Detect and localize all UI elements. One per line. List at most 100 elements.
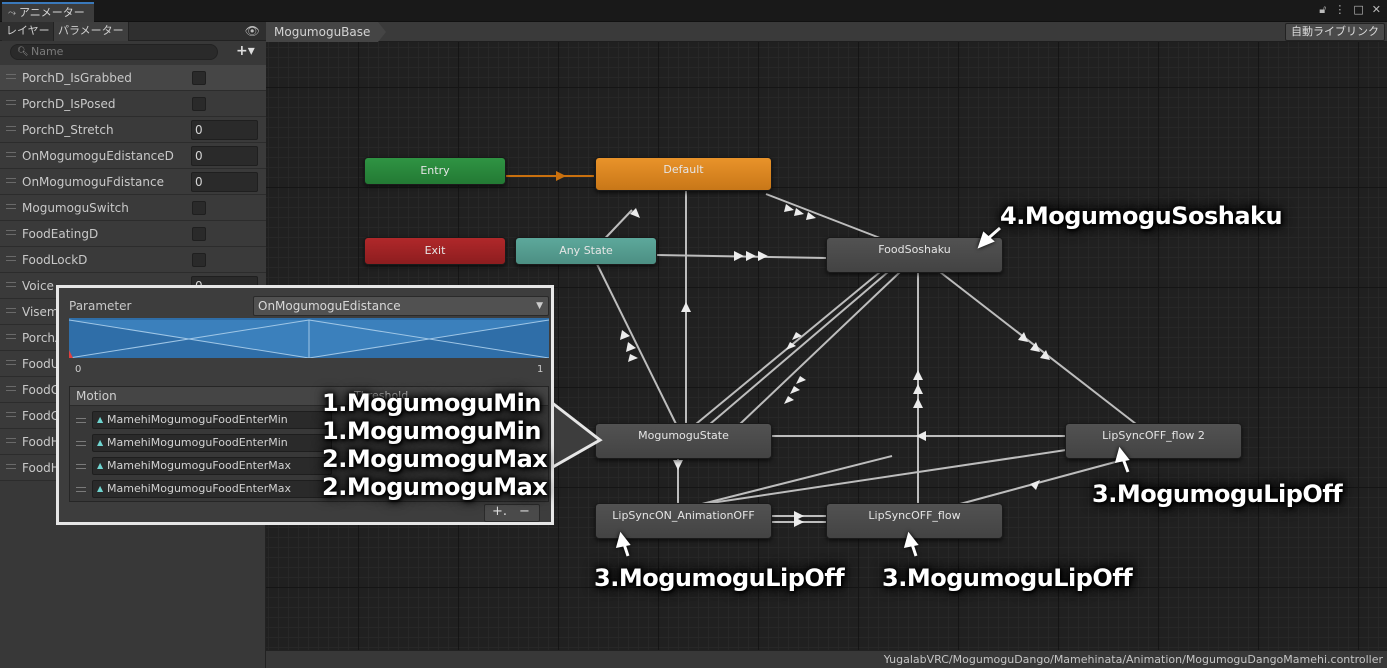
parameter-checkbox[interactable] (192, 71, 206, 85)
state-default[interactable]: Default (595, 157, 772, 191)
parameter-row[interactable]: PorchD_IsPosed (0, 91, 266, 117)
search-icon: 🔍︎ (17, 47, 29, 57)
state-food-soshaku[interactable]: FoodSoshaku (826, 237, 1003, 273)
state-entry[interactable]: Entry (364, 157, 506, 185)
motion-row[interactable]: ▲MamehiMogumoguFoodEnterMax (70, 478, 548, 501)
blend-current-marker (69, 350, 73, 358)
motion-field[interactable]: ▲MamehiMogumoguFoodEnterMin (92, 434, 332, 452)
animator-tab[interactable]: ⤳アニメーター (2, 2, 94, 22)
parameter-name: FoodH (22, 435, 60, 449)
motion-field[interactable]: ▲MamehiMogumoguFoodEnterMax (92, 480, 332, 498)
state-lipsync-off-flow[interactable]: LipSyncOFF_flow (826, 503, 1003, 539)
drag-handle-icon[interactable] (76, 487, 86, 492)
parameter-name: FoodG (22, 383, 61, 397)
drag-handle-icon[interactable] (6, 230, 16, 235)
motion-clip-name: MamehiMogumoguFoodEnterMax (107, 482, 291, 495)
motion-clip-name: MamehiMogumoguFoodEnterMax (107, 459, 291, 472)
drag-handle-icon[interactable] (6, 126, 16, 131)
drag-handle-icon[interactable] (6, 74, 16, 79)
tab-parameters[interactable]: パラメーター (53, 22, 129, 41)
drag-handle-icon[interactable] (6, 178, 16, 183)
annotation-lipoff-left: 3.MogumoguLipOff (594, 564, 845, 592)
drag-handle-icon[interactable] (6, 360, 16, 365)
parameter-dropdown[interactable]: OnMogumoguEdistance ▼ (253, 296, 549, 316)
drag-handle-icon[interactable] (6, 256, 16, 261)
search-placeholder: Name (31, 45, 64, 58)
parameter-value-field[interactable]: 0 (191, 172, 258, 192)
motion-row[interactable]: ▲MamehiMogumoguFoodEnterMax (70, 455, 548, 478)
animation-clip-icon: ▲ (97, 461, 104, 470)
maximize-icon[interactable]: □ (1353, 3, 1364, 16)
kebab-menu-icon[interactable]: ⋮ (1334, 3, 1346, 16)
motion-row[interactable]: ▲MamehiMogumoguFoodEnterMin (70, 432, 548, 455)
drag-handle-icon[interactable] (6, 152, 16, 157)
drag-handle-icon[interactable] (6, 386, 16, 391)
add-motion-button[interactable]: +. (492, 504, 508, 519)
drag-handle-icon[interactable] (6, 464, 16, 469)
annotation-soshaku: 4.MogumoguSoshaku (1000, 202, 1283, 230)
parameter-name: Voice (22, 279, 54, 293)
parameter-name: MogumoguSwitch (22, 201, 129, 215)
state-mogumogu-state[interactable]: MogumoguState (595, 423, 772, 459)
parameter-dropdown-value: OnMogumoguEdistance (258, 299, 401, 313)
animation-clip-icon: ▲ (97, 438, 104, 447)
parameter-checkbox[interactable] (192, 253, 206, 267)
parameter-row[interactable]: FoodEatingD (0, 221, 266, 247)
parameter-value-field[interactable]: 0 (191, 146, 258, 166)
axis-min-label: 0 (75, 364, 82, 375)
parameter-checkbox[interactable] (192, 97, 206, 111)
parameter-name: FoodU (22, 357, 60, 371)
drag-handle-icon[interactable] (76, 441, 86, 446)
drag-handle-icon[interactable] (6, 412, 16, 417)
state-any-state[interactable]: Any State (515, 237, 657, 265)
remove-motion-button[interactable]: − (519, 504, 530, 519)
annotation-min-1: 1.MogumoguMin (322, 389, 541, 417)
chevron-down-icon: ▼ (536, 301, 543, 311)
parameter-checkbox[interactable] (192, 227, 206, 241)
search-input[interactable]: 🔍︎ Name (10, 44, 218, 60)
animator-icon: ⤳ (8, 8, 16, 19)
animation-clip-icon: ▲ (97, 484, 104, 493)
state-exit[interactable]: Exit (364, 237, 506, 265)
parameter-name: FoodEatingD (22, 227, 99, 241)
eye-icon[interactable]: 👁︎ (244, 24, 260, 38)
auto-live-link-button[interactable]: 自動ライブリンク (1285, 23, 1385, 41)
blend-graph[interactable] (69, 318, 549, 358)
controller-path: YugalabVRC/MogumoguDango/Mamehinata/Anim… (883, 653, 1383, 666)
parameter-value-field[interactable]: 0 (191, 120, 258, 140)
drag-handle-icon[interactable] (6, 308, 16, 313)
tab-layers[interactable]: レイヤー (2, 22, 54, 41)
parameter-row[interactable]: FoodLockD (0, 247, 266, 273)
threshold-header: Threshold (354, 389, 409, 402)
blend-tree-inspector: Parameter OnMogumoguEdistance ▼ 0 1 Moti… (56, 285, 554, 525)
add-parameter-button[interactable]: +▾ (236, 43, 255, 59)
parameter-checkbox[interactable] (192, 201, 206, 215)
motion-list: Motion Threshold ▲MamehiMogumoguFoodEnte… (69, 386, 549, 502)
parameter-row[interactable]: MogumoguSwitch (0, 195, 266, 221)
state-lipsync-off-flow-2[interactable]: LipSyncOFF_flow 2 (1065, 423, 1242, 459)
drag-handle-icon[interactable] (6, 204, 16, 209)
close-icon[interactable]: ✕ (1371, 3, 1381, 16)
breadcrumb-item-base-layer[interactable]: MogumoguBase (266, 22, 387, 42)
motion-list-header: Motion Threshold (70, 387, 548, 406)
status-bar: YugalabVRC/MogumoguDango/Mamehinata/Anim… (266, 650, 1387, 668)
motion-row[interactable]: ▲MamehiMogumoguFoodEnterMin (70, 409, 548, 432)
drag-handle-icon[interactable] (6, 438, 16, 443)
drag-handle-icon[interactable] (76, 464, 86, 469)
drag-handle-icon[interactable] (76, 418, 86, 423)
motion-field[interactable]: ▲MamehiMogumoguFoodEnterMax (92, 457, 332, 475)
parameter-row[interactable]: PorchD_IsGrabbed (0, 65, 266, 91)
state-lipsync-on-animation-off[interactable]: LipSyncON_AnimationOFF (595, 503, 772, 539)
title-bar: ⤳アニメーター 🔓︎ ⋮ □ ✕ (0, 0, 1387, 22)
annotation-lipoff-right: 3.MogumoguLipOff (1092, 480, 1343, 508)
drag-handle-icon[interactable] (6, 282, 16, 287)
annotation-lipoff-mid: 3.MogumoguLipOff (882, 564, 1133, 592)
panel-tabs: レイヤー パラメーター 👁︎ (0, 22, 266, 41)
drag-handle-icon[interactable] (6, 100, 16, 105)
lock-icon[interactable]: 🔓︎ (1319, 3, 1327, 16)
drag-handle-icon[interactable] (6, 334, 16, 339)
motion-field[interactable]: ▲MamehiMogumoguFoodEnterMin (92, 411, 332, 429)
